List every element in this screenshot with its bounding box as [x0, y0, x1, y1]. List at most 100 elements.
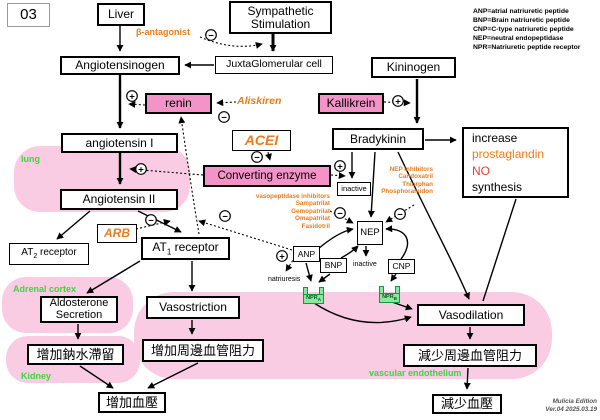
- drug-list-item: Fasidotril: [301, 222, 330, 230]
- svg-text:−: −: [148, 215, 154, 226]
- label-vascular-endothelium: vascular endothelium: [369, 368, 462, 378]
- vasopeptidase-inhibitor-list: vasopeptidase inhibitors Sampatrilat Gem…: [250, 193, 330, 230]
- node-inactive-bradykinin: inactive: [337, 182, 371, 196]
- plus-icon: +: [126, 90, 138, 102]
- node-bnp: BNP: [320, 258, 347, 273]
- plus-icon: +: [276, 250, 288, 262]
- curve-bnp-nep: [340, 245, 359, 259]
- dotted-arb-at1: [135, 219, 171, 230]
- minus-icon: −: [394, 208, 406, 220]
- node-label: Stimulation: [250, 16, 311, 31]
- line-increase-vasodilation: [482, 198, 517, 302]
- minus-icon: −: [251, 151, 263, 163]
- drug-list-item: Thiorphan: [402, 180, 433, 188]
- credit-line: Mulicia Edition: [552, 398, 597, 405]
- node-liver: Liver: [97, 3, 145, 26]
- page-number-box: 03: [7, 3, 50, 27]
- npr-a-receptor: NPRA: [303, 287, 324, 304]
- drug-list-item: Phosphoramidon: [381, 188, 433, 196]
- node-increase-na-water: 增加鈉水滯留: [27, 344, 124, 365]
- receptor-body: NPRA: [303, 294, 324, 304]
- node-aldosterone-secretion: Aldosterone Secretion: [40, 296, 118, 323]
- node-label: JuxtaGlomerular cell: [226, 58, 322, 71]
- arrow-cnp-nprb: [390, 273, 398, 282]
- plus-icon: +: [392, 95, 404, 107]
- node-angiotensinogen: Angiotensinogen: [60, 56, 180, 75]
- node-kininogen: Kininogen: [371, 57, 456, 78]
- node-label: prostaglandin: [472, 147, 545, 161]
- svg-text:−: −: [221, 112, 227, 123]
- node-label: ANP: [297, 248, 316, 259]
- dotted-nepinhibitor-nep: [385, 204, 415, 223]
- label-kidney: Kidney: [21, 371, 52, 381]
- node-cnp: CNP: [388, 259, 415, 274]
- drug-list-item: Omapatrilat: [295, 215, 330, 223]
- node-increase-prostaglandin-no: increase prostaglandin NO synthesis: [462, 127, 569, 198]
- node-vasostriction: Vasostriction: [146, 296, 240, 319]
- svg-text:+: +: [279, 251, 285, 262]
- label-lung: lung: [21, 154, 40, 164]
- node-angiotensin-ii: Angiotensin II: [60, 189, 178, 210]
- drug-beta-antagonist: β-antagonist: [136, 27, 190, 37]
- svg-text:−: −: [208, 30, 214, 41]
- drug-list-item: Gemopatrilat: [291, 207, 330, 215]
- dotted-acei-ce: [265, 151, 272, 161]
- svg-text:+: +: [337, 161, 343, 172]
- drug-list-title: NEP inhibitors: [389, 166, 433, 173]
- node-label: 減少血壓: [440, 396, 493, 412]
- drug-label: ACEI: [244, 132, 279, 149]
- node-label: Kallikrein: [326, 96, 376, 111]
- node-label: Secretion: [55, 308, 103, 321]
- dotted-renin-stimulates: [128, 100, 146, 108]
- plus-icon: +: [334, 160, 346, 172]
- drug-list-title: vasopeptidase inhibitors: [255, 193, 330, 200]
- node-label: Angiotensinogen: [75, 58, 165, 73]
- node-juxtaglomerular-cell: JuxtaGlomerular cell: [215, 56, 333, 74]
- node-label: Kininogen: [386, 60, 441, 75]
- minus-icon: −: [334, 207, 346, 219]
- arrow-anp-npra: [305, 262, 313, 282]
- node-label: 增加血壓: [105, 394, 158, 410]
- drug-list-item: Candoxatril: [398, 173, 433, 181]
- drug-list-item: Sampatrilat: [295, 200, 330, 208]
- node-label: 增加周邊血管阻力: [150, 342, 255, 358]
- receptor-body: NPRB: [379, 293, 400, 303]
- arrow-bnp-npra: [318, 273, 331, 283]
- node-label: Sympathetic: [247, 3, 314, 18]
- arrow-angII-at2: [56, 210, 91, 240]
- minus-icon: −: [145, 214, 157, 226]
- node-at2-receptor: AT2 receptor: [9, 243, 89, 265]
- node-label: AT2 receptor: [21, 246, 77, 260]
- node-converting-enzyme: Converting enzyme: [203, 165, 331, 187]
- node-increase-bp: 增加血壓: [98, 392, 166, 413]
- node-label: BNP: [324, 260, 343, 270]
- node-decrease-pvr: 減少周邊血管阻力: [403, 344, 537, 367]
- svg-text:+: +: [395, 96, 401, 107]
- drug-aliskiren: Aliskiren: [237, 95, 282, 107]
- svg-text:−: −: [397, 209, 403, 220]
- node-label: CNP: [392, 261, 411, 271]
- node-label: Liver: [107, 7, 134, 22]
- legend-line: CNP=C-type natriuretic peptide: [473, 26, 574, 33]
- node-decrease-bp: 減少血壓: [432, 394, 502, 414]
- node-label: AT1 receptor: [152, 239, 219, 256]
- node-arb: ARB: [97, 224, 137, 243]
- node-label: Bradykinin: [349, 131, 407, 146]
- svg-text:−: −: [337, 208, 343, 219]
- page-number: 03: [20, 6, 37, 24]
- label-adrenal-cortex: Adrenal cortex: [13, 284, 77, 294]
- dotted-ce-bradykinin: [330, 172, 346, 180]
- svg-text:−: −: [222, 211, 228, 222]
- node-label: renin: [165, 96, 192, 111]
- node-label: inactive: [341, 184, 367, 194]
- node-kallikrein: Kallikrein: [318, 93, 384, 114]
- node-vasodilation: Vasodilation: [417, 304, 525, 326]
- minus-icon: −: [219, 210, 231, 222]
- legend-line: NEP=neutral endopeptidase: [473, 35, 564, 42]
- node-label: Converting enzyme: [217, 169, 317, 182]
- node-label: 減少周邊血管阻力: [417, 347, 522, 363]
- node-label: 增加鈉水滯留: [36, 346, 115, 362]
- node-label: Vasostriction: [159, 300, 227, 315]
- dotted-aliskiren-renin: [216, 99, 237, 107]
